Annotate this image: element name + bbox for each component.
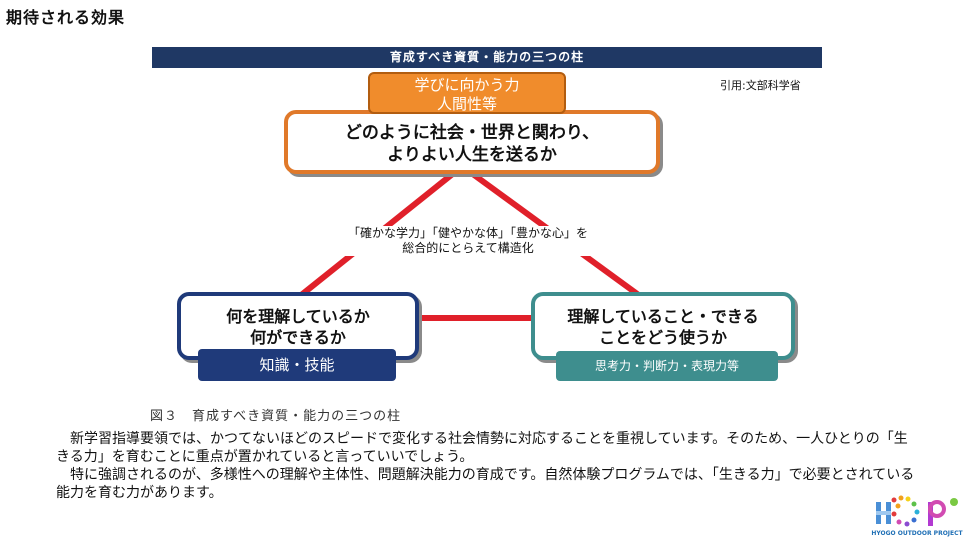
left-pillar-line2: 何ができるか	[250, 328, 346, 347]
hop-logo-icon	[876, 495, 958, 527]
right-pillar-line2: ことをどう使うか	[598, 328, 727, 347]
body-paragraph-2: 特に強調されるのが、多様性への理解や主体性、問題解決能力の育成です。自然体験プロ…	[56, 467, 915, 501]
body-paragraph-1: 新学習指導要領では、かつてないほどのスピードで変化する社会情勢に対応することを重…	[56, 431, 908, 465]
center-description-line1: 「確かな学力」「健やかな体」「豊かな心」を	[347, 226, 588, 240]
top-pillar-label-line2: 人間性等	[436, 95, 497, 113]
center-description-line2: 総合的にとらえて構造化	[402, 241, 534, 255]
right-pillar-line1: 理解していること・できる	[567, 307, 759, 326]
right-pillar-box: 理解していること・できる ことをどう使うか	[531, 292, 795, 360]
top-pillar-line2: よりよい人生を送るか	[387, 145, 557, 165]
left-pillar-label: 知識・技能	[198, 349, 396, 381]
left-pillar-line1: 何を理解しているか	[226, 307, 370, 326]
page-title: 期待される効果	[6, 8, 126, 27]
figure-caption: 図３ 育成すべき資質・能力の三つの柱	[150, 409, 402, 424]
top-pillar-label: 学びに向かう力 人間性等	[368, 72, 566, 114]
top-pillar-box: どのように社会・世界と関わり、 よりよい人生を送るか	[284, 110, 660, 174]
body-text: 新学習指導要領では、かつてないほどのスピードで変化する社会情勢に対応することを重…	[56, 430, 920, 502]
diagram-banner-title: 育成すべき資質・能力の三つの柱	[152, 47, 822, 68]
top-pillar-label-line1: 学びに向かう力	[414, 76, 520, 94]
center-description: 「確かな学力」「健やかな体」「豊かな心」を 総合的にとらえて構造化	[322, 226, 614, 256]
top-pillar-line1: どのように社会・世界と関わり、	[344, 123, 600, 143]
citation-text: 引用:文部科学省	[720, 79, 801, 92]
right-pillar-label: 思考力・判断力・表現力等	[556, 351, 778, 381]
logo-caption: HYOGO OUTDOOR PROJECT	[871, 530, 963, 537]
